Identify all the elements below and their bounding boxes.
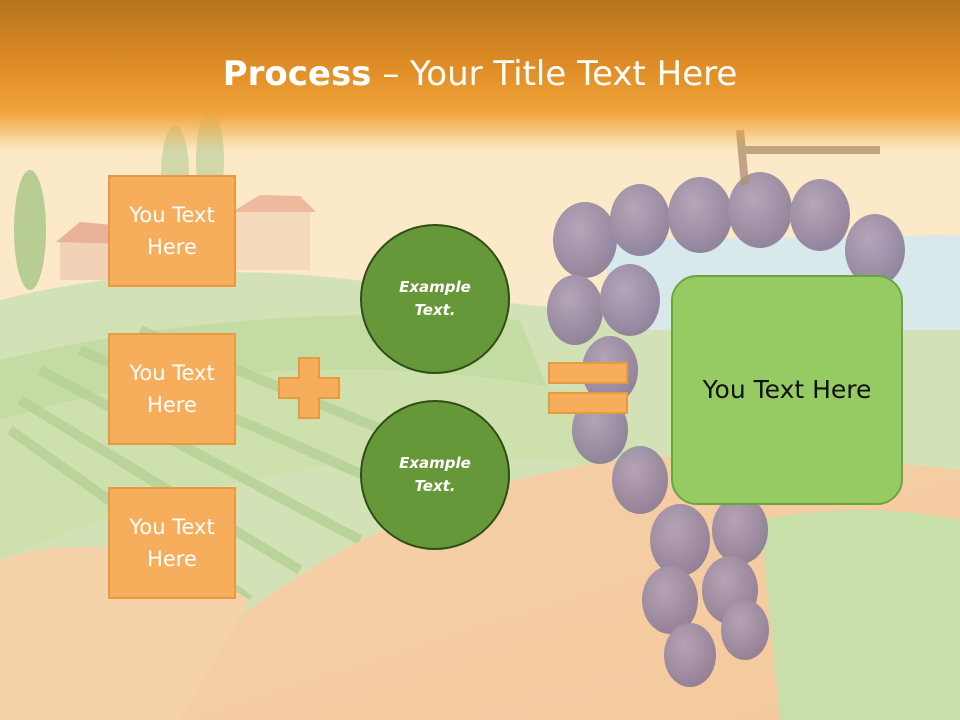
slide-title: Process – Your Title Text Here xyxy=(0,52,960,96)
example-circle-1: Example Text. xyxy=(360,224,510,374)
title-rest: – Your Title Text Here xyxy=(371,54,738,94)
result-box: You Text Here xyxy=(671,275,903,505)
title-bold: Process xyxy=(222,54,372,94)
title-banner xyxy=(0,0,960,150)
example-circle-2: Example Text. xyxy=(360,400,510,550)
input-box-1: You Text Here xyxy=(108,175,236,287)
input-box-3: You Text Here xyxy=(108,487,236,599)
plus-icon xyxy=(278,357,340,419)
equals-icon xyxy=(548,362,628,414)
input-box-2: You Text Here xyxy=(108,333,236,445)
